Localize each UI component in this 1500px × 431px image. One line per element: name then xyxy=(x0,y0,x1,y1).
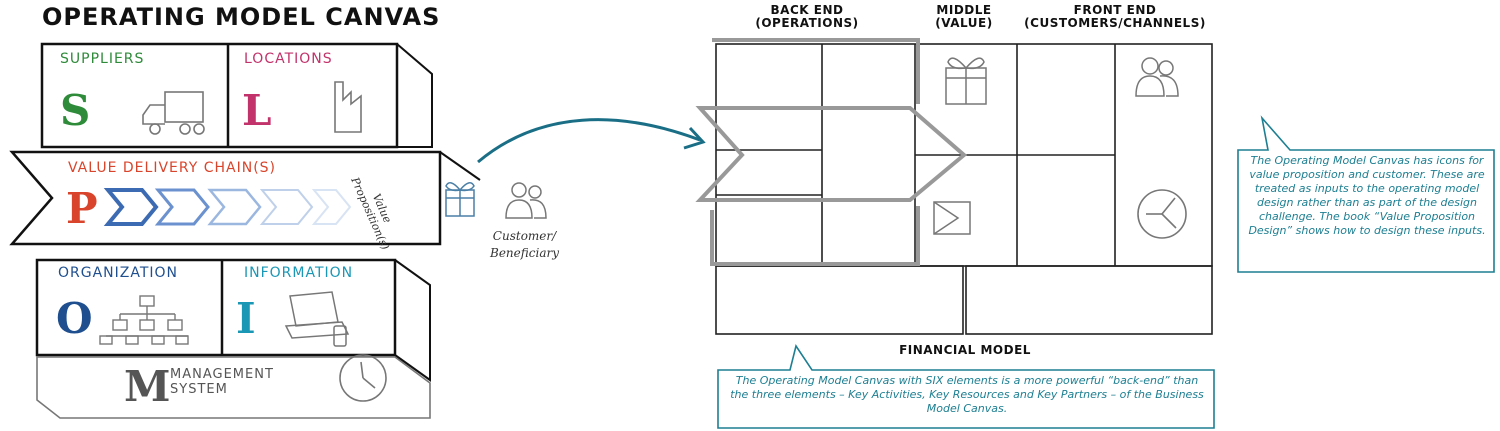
connector-arrow xyxy=(477,118,706,164)
right-callout-text: The Operating Model Canvas has icons for… xyxy=(1248,154,1486,237)
top-block-frame xyxy=(40,42,399,149)
customer-clock-icon xyxy=(1137,189,1187,239)
value-chain-letter: P xyxy=(66,184,98,233)
financial-revenue-box xyxy=(965,265,1213,335)
top-block-side xyxy=(396,43,433,148)
laptop-icon xyxy=(284,291,350,347)
financial-cost-box xyxy=(715,265,964,335)
right-canvas xyxy=(715,43,1213,335)
locations-label: LOCATIONS xyxy=(244,51,333,67)
value-chain-chevrons xyxy=(103,188,352,226)
chevron-5 xyxy=(311,189,352,225)
value-chain-frame xyxy=(9,150,442,246)
organization-label: ORGANIZATION xyxy=(58,265,179,281)
org-chart-icon xyxy=(99,295,189,345)
factory-icon xyxy=(334,81,362,133)
bottom-callout-text: The Operating Model Canvas with SIX elem… xyxy=(730,374,1204,415)
management-label: MANAGEMENT SYSTEM xyxy=(170,367,274,397)
value-chain-label: VALUE DELIVERY CHAIN(S) xyxy=(68,160,277,176)
right-canvas-frame xyxy=(715,43,1213,267)
page-title: OPERATING MODEL CANVAS xyxy=(42,3,441,31)
financial-model-label: FINANCIAL MODEL xyxy=(899,343,1031,357)
clock-icon xyxy=(339,354,387,402)
chevron-1 xyxy=(103,188,159,226)
value-gift-icon xyxy=(945,57,987,105)
chevron-2 xyxy=(154,188,210,226)
right-callout-bubble xyxy=(1237,115,1495,273)
bottom-block-side xyxy=(394,259,431,382)
information-label: INFORMATION xyxy=(244,265,354,281)
suppliers-label: SUPPLIERS xyxy=(60,51,145,67)
back-end-chevron xyxy=(695,38,968,266)
information-letter: I xyxy=(236,294,256,343)
back-end-header: BACK END (OPERATIONS) xyxy=(755,3,859,30)
customer-icon xyxy=(505,182,547,219)
customer-label: Customer/ Beneficiary xyxy=(490,229,559,260)
truck-icon xyxy=(142,91,205,135)
locations-letter: L xyxy=(242,86,272,135)
management-letter: M xyxy=(124,362,171,411)
bottom-callout-bubble xyxy=(717,344,1215,429)
envelope-icon xyxy=(933,201,971,235)
chevron-4 xyxy=(259,189,314,225)
suppliers-letter: S xyxy=(60,86,91,135)
value-chain-side xyxy=(439,151,481,181)
management-slab xyxy=(36,356,431,419)
left-canvas xyxy=(9,42,481,419)
middle-header: MIDDLE (VALUE) xyxy=(935,3,993,30)
front-end-header: FRONT END (CUSTOMERS/CHANNELS) xyxy=(1024,3,1206,30)
bottom-block-frame xyxy=(35,258,397,357)
chevron-3 xyxy=(207,188,262,226)
gift-icon xyxy=(445,182,475,217)
customer-segment-icon xyxy=(1135,57,1179,97)
organization-letter: O xyxy=(56,294,93,343)
